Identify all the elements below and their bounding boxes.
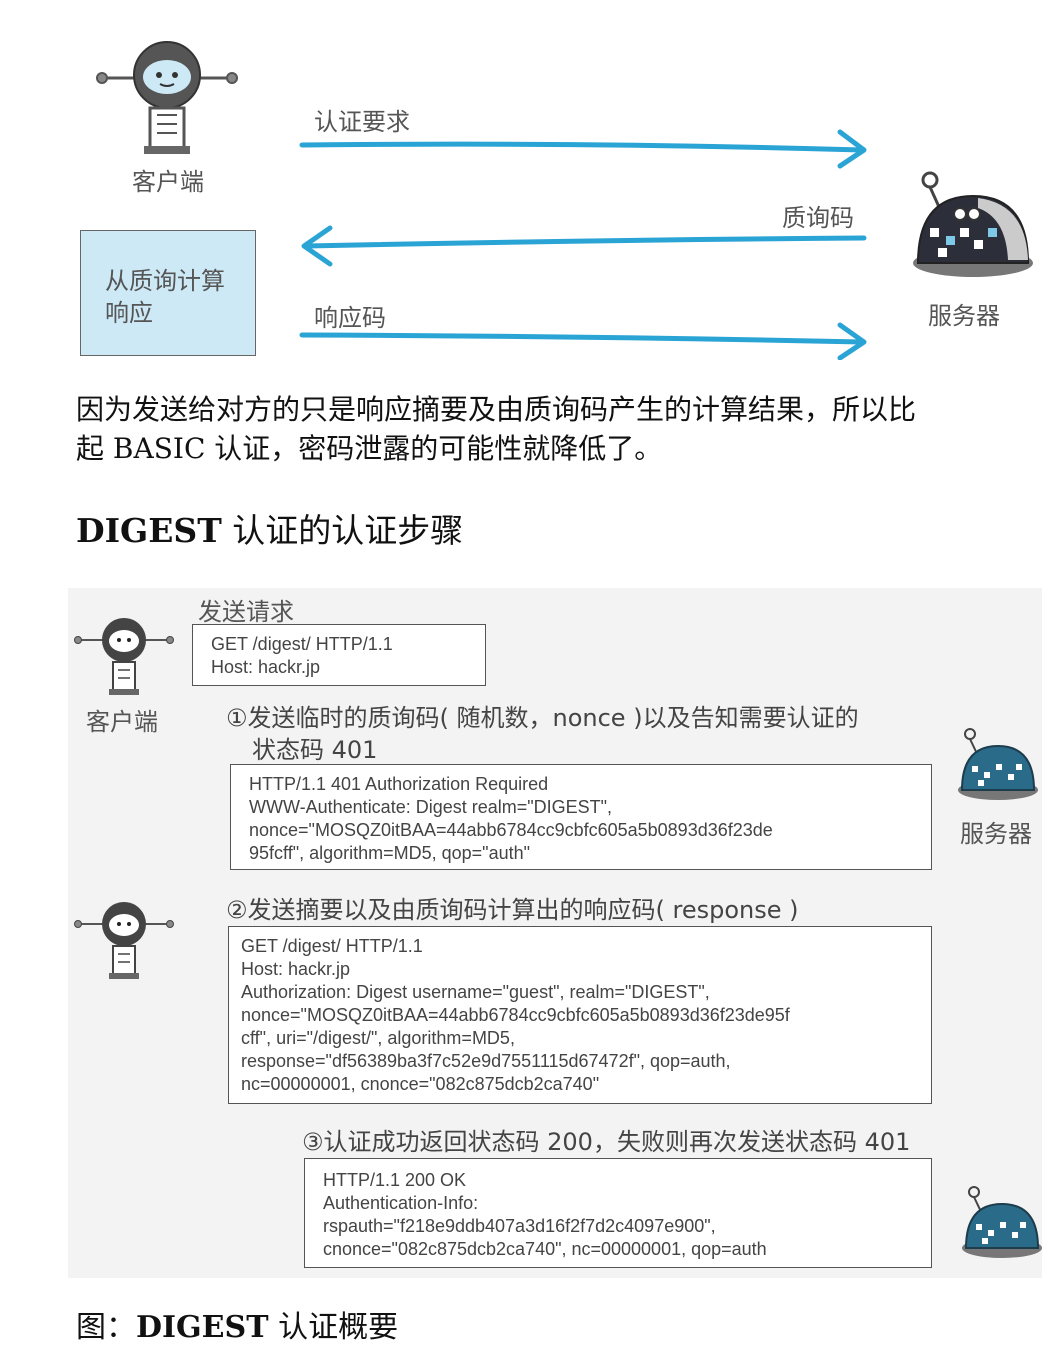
server-label: 服务器	[928, 302, 1000, 330]
client-robot-icon	[96, 41, 238, 154]
figure-caption: 图：DIGEST 认证概要	[76, 1302, 398, 1346]
step1-line-3: nonce="MOSQZ0itBAA=44abb6784cc9cbfc605a5…	[249, 820, 773, 840]
step3-label: ③认证成功返回状态码 200，失败则再次发送状态码 401	[302, 1128, 911, 1156]
step1-label: ①发送临时的质询码( 随机数，nonce )以及告知需要认证的	[226, 704, 859, 732]
step3-response-box: HTTP/1.1 200 OK Authentication-Info: rsp…	[304, 1158, 932, 1268]
step3-line-1: HTTP/1.1 200 OK	[323, 1170, 467, 1190]
step3-line-3: rspauth="f218e9ddb407a3d16f2f7d2c4097e90…	[323, 1216, 716, 1236]
step3-line-2: Authentication-Info:	[323, 1193, 479, 1213]
step2-line-4: nonce="MOSQZ0itBAA=44abb6784cc9cbfc605a5…	[241, 1005, 790, 1025]
section-heading: DIGEST 认证的认证步骤	[76, 504, 463, 552]
compute-response-box: 从质询计算 响应	[80, 230, 256, 356]
compute-box-line-1: 从质询计算	[105, 267, 225, 295]
step2-line-6: response="df56389ba3f7c52e9d7551115d6747…	[241, 1051, 731, 1071]
request-line-2: Host: hackr.jp	[211, 657, 321, 677]
caption-rest: 认证概要	[268, 1310, 399, 1345]
compute-box-line-2: 响应	[105, 299, 153, 327]
paragraph-line-1: 因为发送给对方的只是响应摘要及由质询码产生的计算结果，所以比	[76, 393, 917, 426]
step1-line-4: 95fcff", algorithm=MD5, qop="auth"	[249, 843, 530, 863]
step2-line-1: GET /digest/ HTTP/1.1	[241, 936, 423, 956]
server-bug-icon	[962, 1186, 1042, 1258]
client-label: 客户端	[132, 168, 204, 196]
client-robot-icon	[74, 618, 174, 695]
request-box: GET /digest/ HTTP/1.1 Host: hackr.jp	[192, 624, 486, 686]
request-line-1: GET /digest/ HTTP/1.1	[211, 634, 393, 654]
arrow-request	[299, 141, 865, 153]
step2-line-5: cff", uri="/digest/", algorithm=MD5,	[241, 1028, 515, 1048]
flow-client-label: 客户端	[86, 708, 158, 736]
step1-label-cont: 状态码 401	[252, 736, 378, 764]
flow-arrows	[299, 129, 867, 360]
arrow-challenge-label: 质询码	[782, 204, 854, 232]
client-robot-icon	[74, 902, 174, 979]
arrow-challenge	[303, 235, 867, 249]
body-paragraph: 因为发送给对方的只是响应摘要及由质询码产生的计算结果，所以比 起 BASIC 认…	[76, 390, 1051, 468]
paragraph-line-2: 起 BASIC 认证，密码泄露的可能性就降低了。	[76, 432, 663, 465]
arrow-response	[299, 332, 865, 345]
digest-flow-diagram: 客户端 发送请求 GET /digest/ HTTP/1.1 Host: hac…	[68, 588, 1042, 1278]
arrow-request-label: 认证要求	[314, 108, 410, 136]
heading-bold: DIGEST	[76, 511, 222, 550]
step2-request-box: GET /digest/ HTTP/1.1 Host: hackr.jp Aut…	[228, 926, 932, 1104]
caption-prefix: 图：	[76, 1310, 136, 1345]
heading-rest: 认证的认证步骤	[221, 511, 464, 550]
step2-line-2: Host: hackr.jp	[241, 959, 351, 979]
step2-label: ②发送摘要以及由质询码计算出的响应码( response )	[226, 896, 799, 924]
arrow-response-label: 响应码	[314, 304, 386, 332]
server-bug-icon	[913, 171, 1033, 277]
top-illustration: 客户端 服务器 认证要求 质询码 响应码 从质询计算 响应	[0, 0, 1060, 370]
step1-line-2: WWW-Authenticate: Digest realm="DIGEST",	[249, 797, 613, 817]
flow-server-label: 服务器	[960, 820, 1032, 848]
step1-response-box: HTTP/1.1 401 Authorization Required WWW-…	[230, 764, 932, 870]
caption-bold: DIGEST	[136, 1310, 269, 1345]
step2-line-7: nc=00000001, cnonce="082c875dcb2ca740"	[241, 1074, 600, 1094]
step2-line-3: Authorization: Digest username="guest", …	[241, 982, 710, 1002]
send-request-label: 发送请求	[198, 598, 294, 626]
step3-line-4: cnonce="082c875dcb2ca740", nc=00000001, …	[323, 1239, 767, 1259]
step1-line-1: HTTP/1.1 401 Authorization Required	[249, 774, 549, 794]
server-bug-icon	[958, 728, 1038, 800]
